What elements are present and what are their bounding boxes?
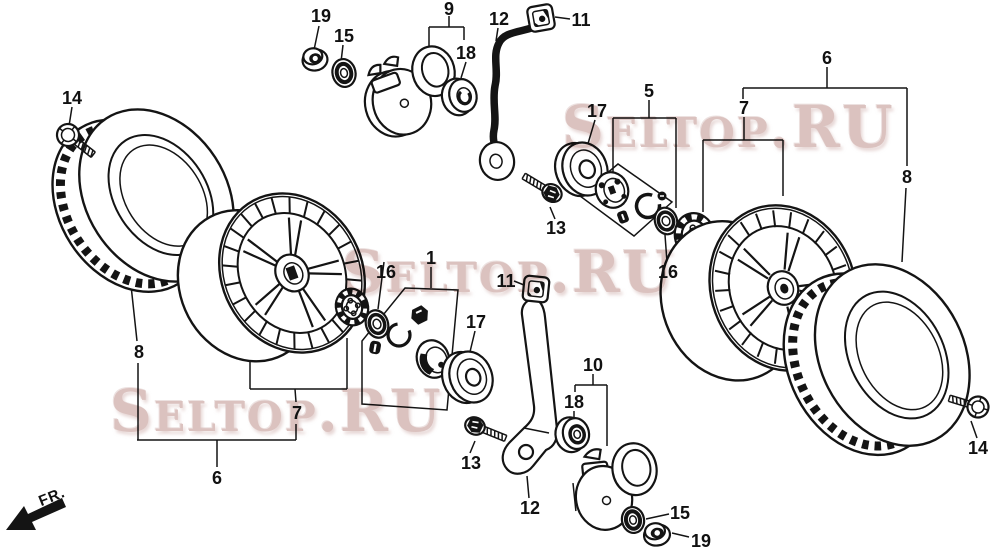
cover-plate-9 bbox=[363, 45, 456, 138]
square-nut-11-center bbox=[521, 274, 551, 304]
flange-nut-19-top bbox=[301, 47, 329, 72]
bolt-13-bottom bbox=[464, 416, 508, 443]
callout-14-top-left: 14 bbox=[61, 88, 83, 108]
watermark: Seltop.RU bbox=[342, 238, 675, 306]
snap-ring-kit-1 bbox=[386, 322, 412, 348]
callout-7-right: 7 bbox=[738, 98, 750, 118]
ratchet-nut-left bbox=[334, 287, 370, 327]
callout-13-right: 13 bbox=[545, 218, 567, 238]
callout-14-bottom-right: 14 bbox=[967, 438, 989, 458]
disc-17-center bbox=[440, 350, 494, 405]
clip-2-in-kit-1 bbox=[369, 340, 381, 355]
callout-7-left: 7 bbox=[291, 403, 303, 423]
washer-16-left bbox=[364, 309, 390, 339]
tire-left bbox=[51, 108, 235, 293]
flange-nut-19-bottom bbox=[642, 522, 672, 547]
arm-12-bottom bbox=[501, 297, 559, 475]
watermark: Seltop.RU bbox=[562, 93, 895, 161]
callout-15-bottom: 15 bbox=[669, 503, 691, 523]
callout-6-left: 6 bbox=[211, 468, 223, 488]
square-nut-11-top bbox=[526, 3, 556, 33]
callout-11-top: 11 bbox=[571, 10, 591, 30]
callout-11-center: 11 bbox=[496, 271, 516, 291]
wheel-left bbox=[176, 192, 367, 363]
callout-18-top: 18 bbox=[455, 43, 477, 63]
washer-16-right bbox=[653, 206, 679, 236]
bolt-14-top-left bbox=[55, 122, 96, 158]
callout-8-left: 8 bbox=[133, 342, 145, 362]
callout-18-bottom: 18 bbox=[563, 392, 585, 412]
callout-16-left: 16 bbox=[375, 262, 397, 282]
callout-19-bottom: 19 bbox=[690, 531, 712, 548]
callout-12-bottom: 12 bbox=[519, 498, 541, 518]
grommet-18-top bbox=[440, 77, 478, 117]
callout-16-right: 16 bbox=[657, 262, 679, 282]
clip-small-right bbox=[657, 191, 667, 201]
callout-6-right: 6 bbox=[821, 48, 833, 68]
hub-cone-kit-1 bbox=[415, 339, 451, 379]
clip-kit-5 bbox=[617, 210, 629, 224]
callout-13-bottom: 13 bbox=[460, 453, 482, 473]
front-direction-arrow bbox=[6, 498, 66, 530]
callout-5: 5 bbox=[643, 81, 655, 101]
callout-1: 1 bbox=[425, 248, 437, 268]
callout-10: 10 bbox=[582, 355, 604, 375]
callout-17-center: 17 bbox=[465, 312, 487, 332]
cable-12-top bbox=[478, 15, 550, 182]
callout-15-top: 15 bbox=[333, 26, 355, 46]
leader-lines bbox=[68, 16, 978, 538]
callout-12-top: 12 bbox=[488, 9, 510, 29]
hub-gear-kit-5 bbox=[594, 171, 630, 209]
washer-15-bottom bbox=[620, 505, 646, 535]
clip-in-kit-1 bbox=[411, 305, 428, 325]
bolt-14-bottom-right bbox=[947, 394, 990, 419]
callout-8-right: 8 bbox=[901, 167, 913, 187]
cover-plate-10 bbox=[572, 442, 658, 531]
bolt-13-top bbox=[521, 172, 563, 204]
callout-17-upper: 17 bbox=[586, 101, 608, 121]
watermark: Seltop.RU bbox=[110, 377, 443, 445]
tire-right bbox=[782, 263, 971, 457]
grommet-18-bottom bbox=[554, 416, 591, 454]
wheel-left-spokes bbox=[242, 217, 342, 328]
callout-19-top: 19 bbox=[310, 6, 332, 26]
wheel-left-blocks bbox=[222, 196, 362, 350]
callout-9: 9 bbox=[443, 0, 455, 19]
washer-15-top bbox=[331, 57, 357, 89]
